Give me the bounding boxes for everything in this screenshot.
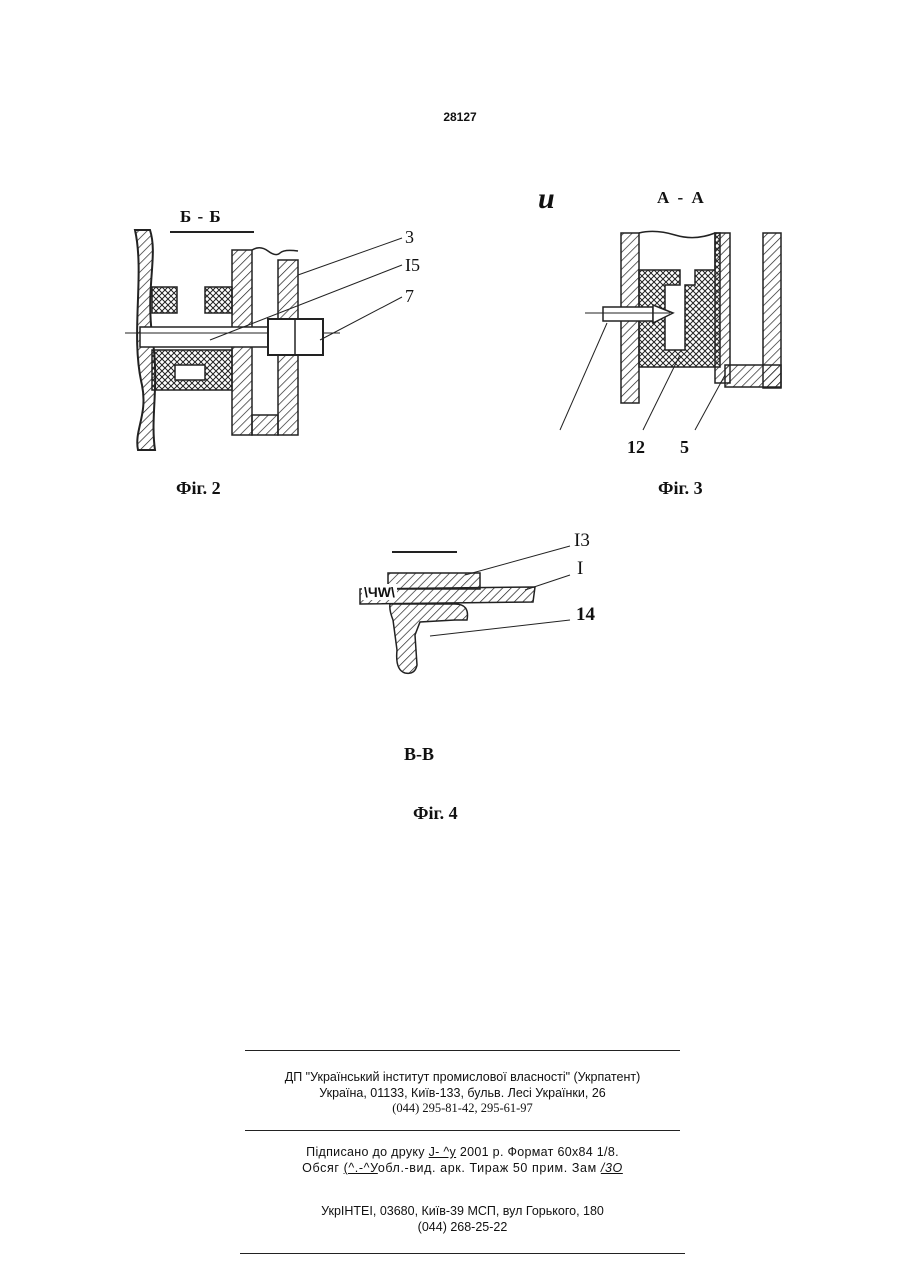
fig2-callout-3: 3 (405, 227, 414, 248)
print-volume-fill: (^.-^У (344, 1161, 378, 1175)
fig4-callout-14: 14 (576, 604, 595, 626)
fig4-section-label: В-В (404, 744, 434, 765)
publisher-line-3: (044) 295-81-42, 295-61-97 (245, 1101, 680, 1116)
fig3-section-label: А - А (657, 188, 706, 208)
fig4-callout-13: I3 (574, 530, 590, 552)
print-line-1-prefix: Підписано до друку (306, 1145, 425, 1159)
fig3-stray-mark: u (538, 182, 555, 216)
print-date-fill: J- ^y (429, 1145, 457, 1159)
fig2-callout-7: 7 (405, 286, 414, 307)
print-line-1: Підписано до друку J- ^y 2001 р. Формат … (245, 1145, 680, 1159)
publisher-line-1: ДП "Український інститут промислової вла… (245, 1070, 680, 1084)
fig2-caption: Фіг. 2 (176, 478, 221, 499)
fig3-caption: Фіг. 3 (658, 478, 703, 499)
print-line-1-rest: 2001 р. Формат 60x84 1/8. (460, 1145, 619, 1159)
print-line-2: Обсяг (^.-^Уобл.-вид. арк. Тираж 50 прим… (245, 1161, 680, 1175)
fig3-callout-5: 5 (680, 437, 689, 458)
colophon-rule-bottom (240, 1253, 685, 1254)
print-line-2-middle: обл.-вид. арк. Тираж 50 прим. Зам (378, 1161, 597, 1175)
print-order-fill: /3O (601, 1161, 623, 1175)
colophon-rule-top (245, 1050, 680, 1051)
fig4-callout-1: I (577, 558, 583, 580)
fig3-callout-12: 12 (627, 437, 645, 458)
print-line-2-prefix: Обсяг (302, 1161, 339, 1175)
publisher-line-2: Україна, 01133, Київ-133, бульв. Лесі Ук… (245, 1086, 680, 1100)
printer-line-2: (044) 268-25-22 (245, 1220, 680, 1234)
page-number: 28127 (400, 110, 520, 124)
fig2-drawing (120, 215, 420, 455)
printer-line-1: УкрІНТЕІ, 03680, Київ-39 МСП, вул Горько… (245, 1204, 680, 1218)
fig3-drawing (555, 225, 795, 440)
colophon-rule-middle (245, 1130, 680, 1131)
fig2-callout-15: I5 (405, 255, 420, 276)
fig4-inline-mark: \ЧW\ (362, 584, 397, 600)
fig4-caption: Фіг. 4 (413, 803, 458, 824)
